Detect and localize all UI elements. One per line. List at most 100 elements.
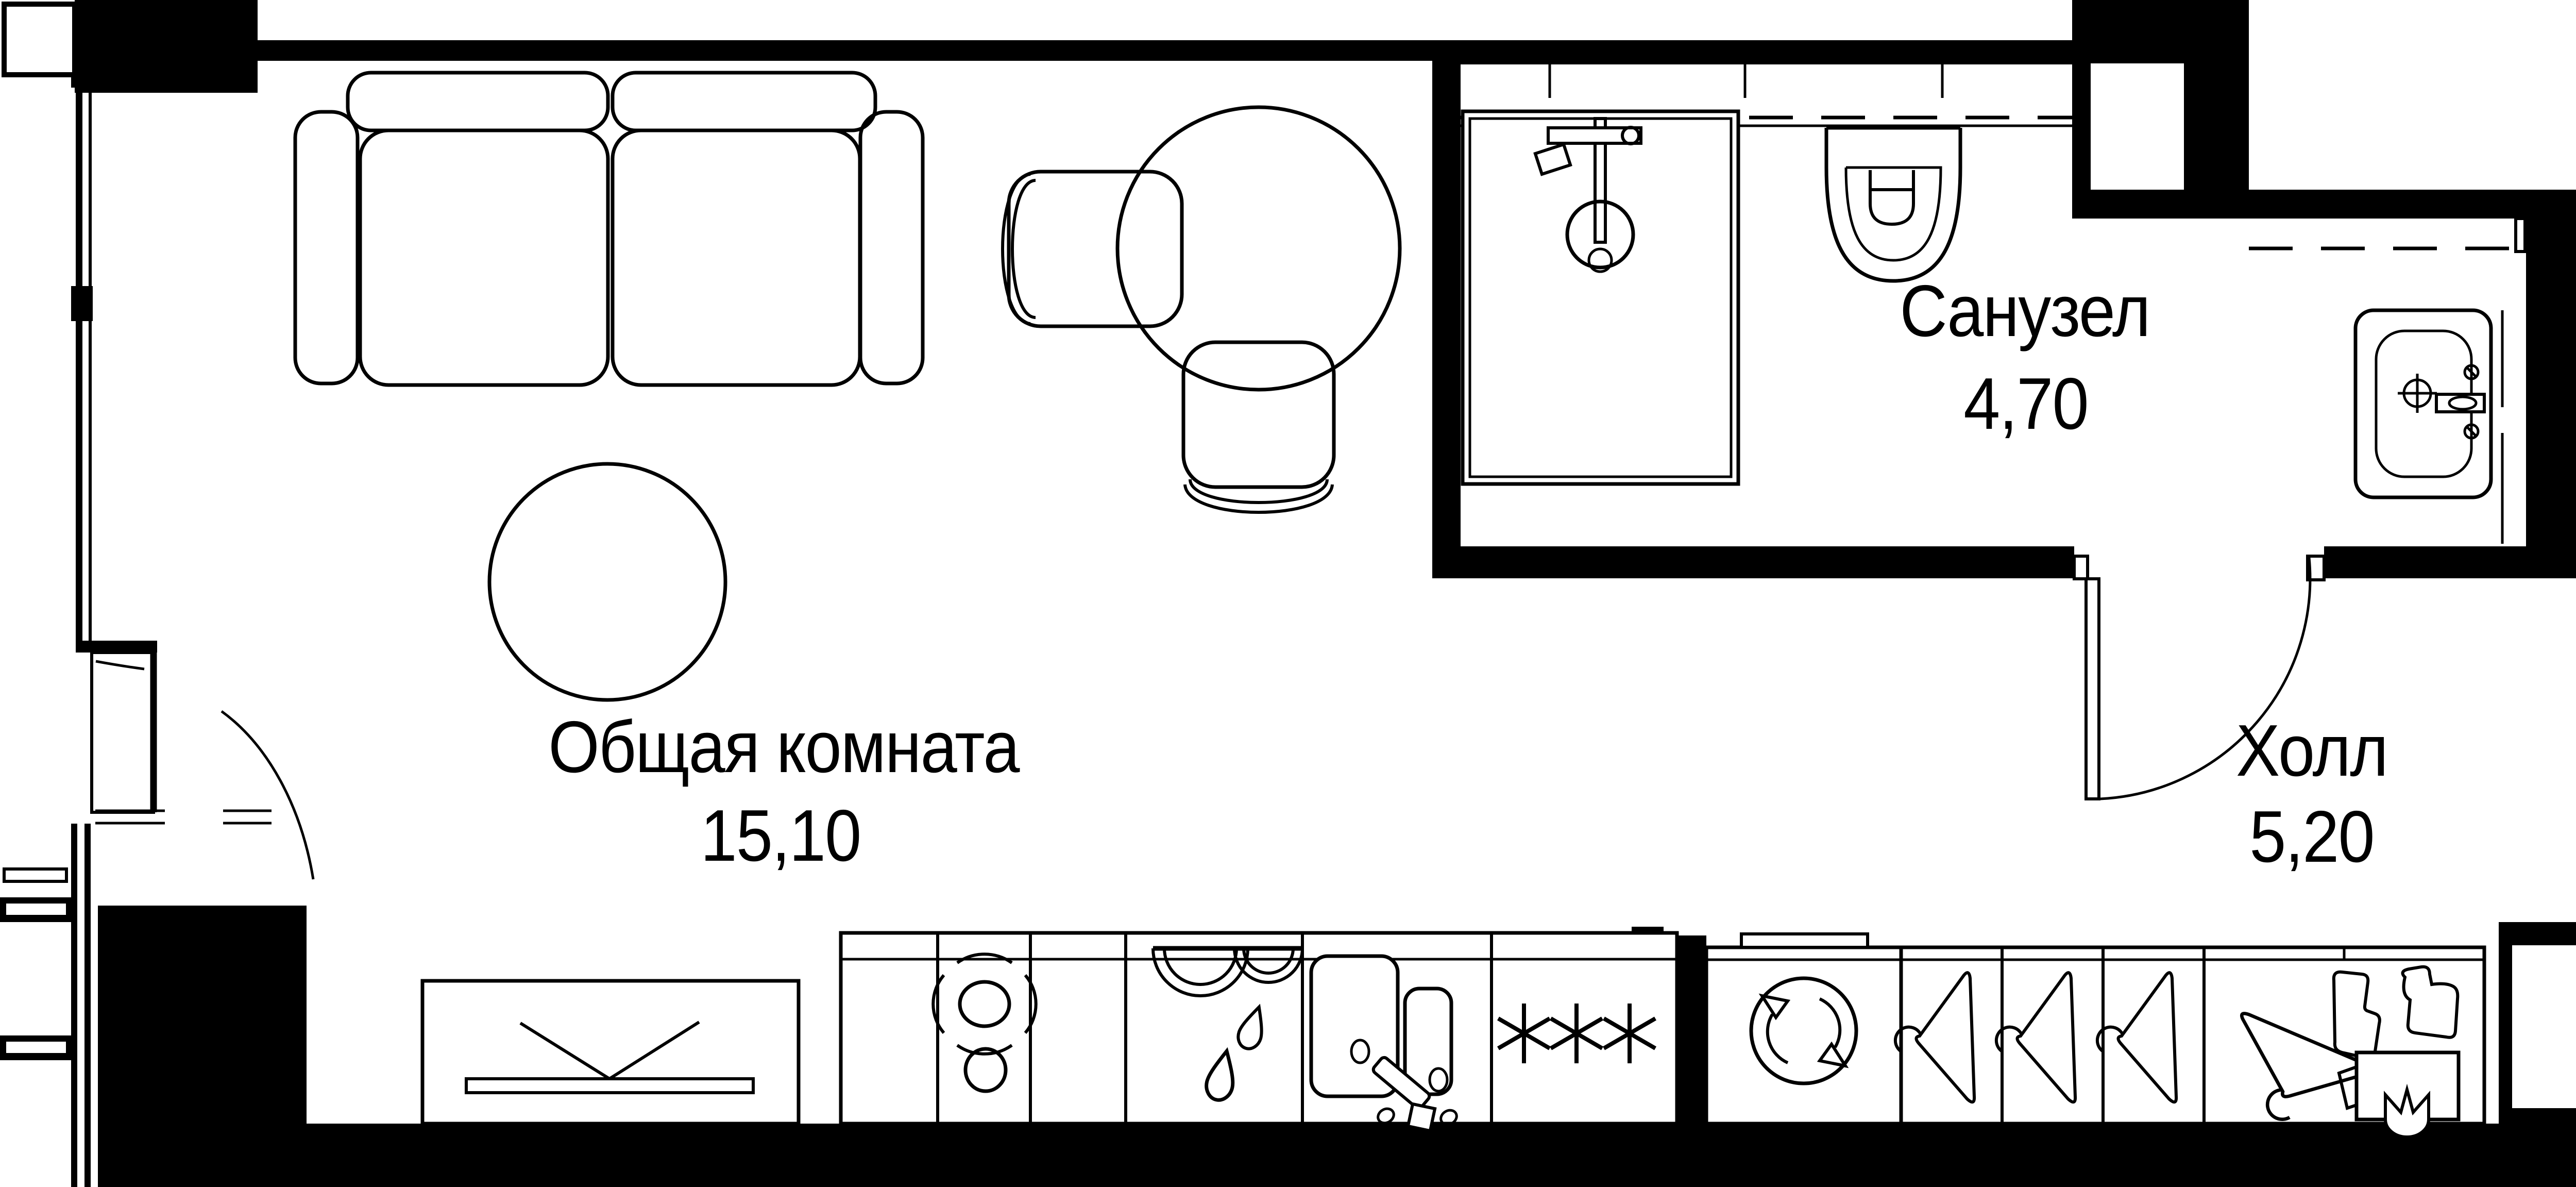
sofa-seat-left bbox=[358, 128, 610, 387]
sofa-armrest-right bbox=[858, 110, 925, 386]
sofa-back-right bbox=[611, 71, 877, 132]
balcony-door-leaf bbox=[90, 651, 155, 814]
room-name-living: Общая комната bbox=[548, 706, 1020, 788]
bottom-right-niche bbox=[2512, 945, 2576, 1108]
window-inner-line bbox=[89, 84, 92, 641]
kitchen-counter bbox=[839, 931, 1679, 1133]
sofa-back-left bbox=[346, 71, 610, 132]
sink-screw-1 bbox=[1377, 1107, 1395, 1125]
basin-drain-cross bbox=[2398, 374, 2437, 413]
wardrobe bbox=[1706, 945, 2486, 1147]
toilet-icon bbox=[1824, 126, 1962, 283]
sofa-armrest-left bbox=[293, 110, 360, 386]
coffee-table-icon bbox=[487, 462, 727, 702]
spin-arrow bbox=[1817, 1041, 1849, 1068]
shoes-icon bbox=[2332, 965, 2460, 1060]
window-tick-mid bbox=[71, 286, 93, 321]
wall-bathroom-bottom-left bbox=[1432, 546, 2074, 578]
toilet-flush bbox=[1869, 170, 1915, 226]
window-outer-line bbox=[76, 84, 82, 641]
fridge-icon bbox=[1497, 1004, 1657, 1063]
shower-head-center bbox=[1587, 247, 1613, 273]
basin-outer bbox=[2353, 308, 2493, 499]
wall-stub-kitchen-washer bbox=[1676, 935, 1706, 1124]
washbasin-icon bbox=[2353, 308, 2504, 544]
room-name-bathroom: Санузел bbox=[1900, 270, 2149, 352]
washer-box bbox=[1704, 945, 1903, 1126]
shower-head bbox=[1565, 199, 1635, 270]
wall-top bbox=[258, 40, 1432, 61]
sink-tap bbox=[1371, 1056, 1431, 1110]
storage-box-icon bbox=[2337, 1050, 2461, 1139]
tv-stand-icon bbox=[420, 979, 801, 1126]
wall-left-lower-line-a bbox=[71, 824, 77, 1187]
room-labels: Общая комната 15,10 Санузел 4,70 Холл 5,… bbox=[548, 270, 2388, 878]
washing-machine-icon bbox=[1704, 932, 1903, 1126]
sink-screw-2 bbox=[1439, 1109, 1458, 1126]
wall-bathroom-left bbox=[1432, 40, 1461, 578]
sofa-seat-right bbox=[611, 128, 862, 387]
dish-rack-icon bbox=[1151, 946, 1304, 1102]
sink-knob-1 bbox=[1350, 1039, 1370, 1064]
sink-tap-base bbox=[1406, 1102, 1437, 1133]
wall-tab-above-fridge bbox=[1632, 927, 1664, 932]
room-area-living: 15,10 bbox=[701, 795, 861, 877]
shower-icon bbox=[1461, 109, 1740, 486]
wall-bottom-left-block bbox=[98, 906, 307, 1187]
water-drop bbox=[1205, 1047, 1235, 1102]
duct-ticks bbox=[1548, 64, 1944, 98]
parapet-slot-1 bbox=[6, 904, 66, 915]
shower-pipe bbox=[1594, 117, 1607, 244]
wardrobe-dividers bbox=[2001, 947, 2206, 1124]
sink-bowl-large bbox=[1309, 954, 1400, 1098]
threshold-lines bbox=[95, 809, 272, 825]
washer-drum bbox=[1749, 976, 1858, 1085]
tv-cabinet bbox=[420, 979, 801, 1126]
basin-tap-handle bbox=[2448, 395, 2478, 411]
tv-v-mark bbox=[519, 1021, 700, 1080]
bathroom-door bbox=[2073, 555, 2326, 800]
door-swing-arc bbox=[221, 710, 315, 880]
wall-bathroom-top bbox=[1461, 40, 2072, 64]
water-drop bbox=[1236, 1004, 1263, 1050]
wall-top-left-block bbox=[75, 0, 258, 93]
basin-screw-2 bbox=[2463, 423, 2480, 440]
wall-bottom bbox=[307, 1124, 2499, 1187]
balcony-top-left bbox=[2, 2, 77, 77]
sink-knob-2 bbox=[1428, 1067, 1449, 1093]
stove-icon bbox=[931, 952, 1038, 1093]
dining-set bbox=[1001, 105, 1402, 514]
chair-bottom bbox=[1181, 340, 1336, 489]
chair-left bbox=[1007, 170, 1184, 328]
shaft-niche bbox=[2091, 63, 2184, 190]
balcony-threshold bbox=[3, 867, 68, 883]
washer-top-tab bbox=[1740, 932, 1869, 949]
spin-arrow bbox=[1758, 993, 1791, 1021]
tv-bar bbox=[465, 1077, 755, 1094]
room-area-bathroom: 4,70 bbox=[1963, 363, 2088, 445]
box-cloth bbox=[2384, 1083, 2430, 1139]
door-swing-arc bbox=[2099, 557, 2312, 800]
shower-mixer-knob bbox=[1621, 126, 1640, 145]
chair-icon bbox=[1001, 170, 1184, 328]
wall-band-above-sink bbox=[2072, 190, 2576, 219]
duct-edge bbox=[2514, 217, 2527, 253]
chair-icon bbox=[1181, 340, 1336, 514]
shower-mixer-elbow bbox=[1533, 142, 1572, 176]
balcony-door-detail bbox=[95, 660, 145, 671]
wall-stub-balcony-door bbox=[76, 641, 157, 653]
shower-mixer-bar bbox=[1547, 126, 1642, 145]
basin-screw-1 bbox=[2463, 364, 2480, 380]
wall-bathroom-bottom-right bbox=[2324, 546, 2576, 578]
door-jamb-left bbox=[2073, 555, 2089, 580]
wall-right-of-sink bbox=[2526, 219, 2576, 578]
sofa-icon bbox=[293, 71, 925, 387]
kitchen-sink-icon bbox=[1309, 954, 1458, 1133]
room-name-hall: Холл bbox=[2236, 710, 2387, 792]
wall-left-lower-line-b bbox=[84, 824, 91, 1187]
parapet-slot-2 bbox=[6, 1042, 66, 1053]
bathroom-door-leaf bbox=[2084, 577, 2100, 800]
balcony-door bbox=[90, 651, 315, 880]
walls bbox=[71, 0, 2576, 1187]
